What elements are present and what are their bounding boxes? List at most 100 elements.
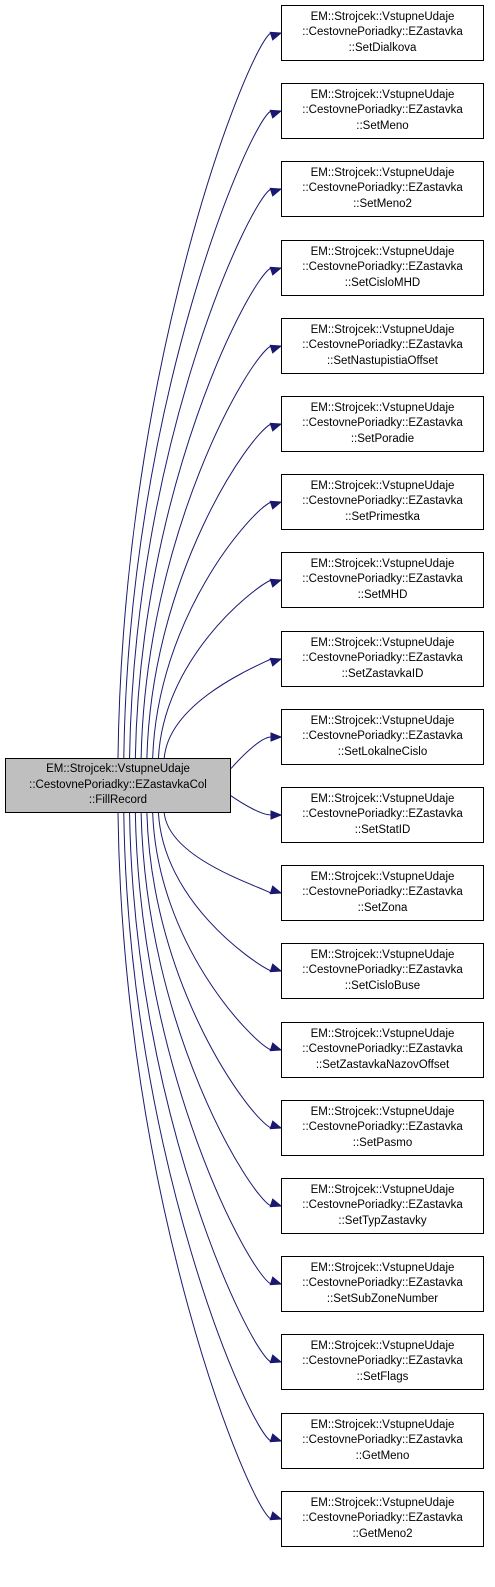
callee-node-setzastavkanazovoffset[interactable]: EM::Strojcek::VstupneUdaje::CestovnePori… <box>281 1022 484 1078</box>
call-edge <box>157 579 272 759</box>
root-line-1: EM::Strojcek::VstupneUdaje <box>46 763 190 776</box>
callee-method-name: ::SetZona <box>357 901 408 914</box>
callee-prefix-line-2: ::CestovnePoriadky::EZastavka <box>302 1512 463 1525</box>
call-edge <box>134 812 272 1285</box>
callee-method-name: ::SetMeno2 <box>353 197 412 210</box>
arrowhead <box>269 578 283 588</box>
callee-prefix-line-1: EM::Strojcek::VstupneUdaje <box>310 1183 455 1196</box>
call-edge <box>123 812 272 1442</box>
callee-node-settypzastavky[interactable]: EM::Strojcek::VstupneUdaje::CestovnePori… <box>281 1178 484 1234</box>
arrowhead <box>269 1433 283 1443</box>
call-edge <box>152 812 272 1051</box>
callee-method-name: ::SetSubZoneNumber <box>326 1292 439 1305</box>
callee-method-name: ::SetMeno <box>356 119 409 132</box>
callee-method-name: ::SetNastupistiaOffset <box>326 354 438 367</box>
arrowhead <box>269 500 283 510</box>
callee-prefix-line-1: EM::Strojcek::VstupneUdaje <box>310 401 455 414</box>
callee-method-name: ::SetZastavkaID <box>341 667 424 680</box>
callee-prefix-line-1: EM::Strojcek::VstupneUdaje <box>310 1496 455 1509</box>
call-edge <box>123 110 272 759</box>
call-edge <box>129 188 272 759</box>
callee-method-name: ::SetCisloBuse <box>344 979 421 992</box>
callee-node-setporadie[interactable]: EM::Strojcek::VstupneUdaje::CestovnePori… <box>281 396 484 452</box>
callee-prefix-line-1: EM::Strojcek::VstupneUdaje <box>310 323 455 336</box>
callee-prefix-line-1: EM::Strojcek::VstupneUdaje <box>310 714 455 727</box>
arrowhead <box>269 1198 283 1208</box>
callee-method-name: ::GetMeno <box>355 1449 410 1462</box>
arrowhead <box>269 1511 283 1521</box>
callee-prefix-line-2: ::CestovnePoriadky::EZastavka <box>302 182 463 195</box>
callee-method-name: ::SetPoradie <box>350 432 415 445</box>
callee-prefix-line-2: ::CestovnePoriadky::EZastavka <box>302 808 463 821</box>
callee-prefix-line-2: ::CestovnePoriadky::EZastavka <box>302 730 463 743</box>
callee-node-setpasmo[interactable]: EM::Strojcek::VstupneUdaje::CestovnePori… <box>281 1100 484 1156</box>
callee-prefix-line-1: EM::Strojcek::VstupneUdaje <box>310 636 455 649</box>
callee-prefix-line-1: EM::Strojcek::VstupneUdaje <box>310 1027 455 1040</box>
callee-node-setcislomhd[interactable]: EM::Strojcek::VstupneUdaje::CestovnePori… <box>281 240 484 296</box>
callee-method-name: ::SetLokalneCislo <box>337 745 428 758</box>
arrowhead <box>269 31 283 41</box>
callee-prefix-line-1: EM::Strojcek::VstupneUdaje <box>310 479 455 492</box>
callee-method-name: ::SetTypZastavky <box>338 1214 427 1227</box>
callee-prefix-line-2: ::CestovnePoriadky::EZastavka <box>302 339 463 352</box>
callee-prefix-line-2: ::CestovnePoriadky::EZastavka <box>302 1199 463 1212</box>
callee-node-setnastupistiaoffset[interactable]: EM::Strojcek::VstupneUdaje::CestovnePori… <box>281 318 484 374</box>
call-edge <box>117 32 272 759</box>
arrowhead <box>269 344 283 354</box>
callee-node-getmeno2[interactable]: EM::Strojcek::VstupneUdaje::CestovnePori… <box>281 1491 484 1547</box>
callee-method-name: ::SetCisloMHD <box>344 276 421 289</box>
callee-prefix-line-1: EM::Strojcek::VstupneUdaje <box>310 88 455 101</box>
callee-node-setzastavkaid[interactable]: EM::Strojcek::VstupneUdaje::CestovnePori… <box>281 631 484 687</box>
callee-method-name: ::SetFlags <box>356 1370 409 1383</box>
arrowhead <box>269 187 283 197</box>
callee-node-setstatid[interactable]: EM::Strojcek::VstupneUdaje::CestovnePori… <box>281 787 484 843</box>
callee-prefix-line-1: EM::Strojcek::VstupneUdaje <box>310 948 455 961</box>
arrowhead <box>270 732 283 742</box>
callee-node-setlokalnecislo[interactable]: EM::Strojcek::VstupneUdaje::CestovnePori… <box>281 709 484 765</box>
callee-prefix-line-2: ::CestovnePoriadky::EZastavka <box>302 1355 463 1368</box>
arrowhead <box>270 810 283 820</box>
callee-prefix-line-2: ::CestovnePoriadky::EZastavka <box>302 495 463 508</box>
callee-prefix-line-2: ::CestovnePoriadky::EZastavka <box>302 1043 463 1056</box>
callee-node-setflags[interactable]: EM::Strojcek::VstupneUdaje::CestovnePori… <box>281 1334 484 1390</box>
arrowhead <box>269 422 283 432</box>
callee-prefix-line-2: ::CestovnePoriadky::EZastavka <box>302 652 463 665</box>
callee-prefix-line-2: ::CestovnePoriadky::EZastavka <box>302 964 463 977</box>
callee-prefix-line-1: EM::Strojcek::VstupneUdaje <box>310 792 455 805</box>
arrowhead <box>269 1276 283 1286</box>
callee-method-name: ::GetMeno2 <box>352 1527 413 1540</box>
callee-method-name: ::SetMHD <box>357 588 408 601</box>
callee-prefix-line-2: ::CestovnePoriadky::EZastavka <box>302 261 463 274</box>
callee-node-setzona[interactable]: EM::Strojcek::VstupneUdaje::CestovnePori… <box>281 865 484 921</box>
callee-prefix-line-2: ::CestovnePoriadky::EZastavka <box>302 886 463 899</box>
root-line-3: ::FillRecord <box>88 794 148 807</box>
call-edge <box>230 736 272 769</box>
call-edge <box>134 267 272 759</box>
callee-prefix-line-2: ::CestovnePoriadky::EZastavka <box>302 1121 463 1134</box>
callee-prefix-line-2: ::CestovnePoriadky::EZastavka <box>302 26 463 39</box>
arrowhead <box>269 1120 283 1130</box>
callee-prefix-line-1: EM::Strojcek::VstupneUdaje <box>310 557 455 570</box>
call-edge <box>230 795 272 816</box>
callee-prefix-line-1: EM::Strojcek::VstupneUdaje <box>310 1418 455 1431</box>
callee-method-name: ::SetPasmo <box>352 1136 413 1149</box>
callee-node-setmhd[interactable]: EM::Strojcek::VstupneUdaje::CestovnePori… <box>281 552 484 608</box>
callee-prefix-line-2: ::CestovnePoriadky::EZastavka <box>302 417 463 430</box>
callee-node-getmeno[interactable]: EM::Strojcek::VstupneUdaje::CestovnePori… <box>281 1413 484 1469</box>
callee-node-setmeno2[interactable]: EM::Strojcek::VstupneUdaje::CestovnePori… <box>281 161 484 217</box>
callee-node-setdialkova[interactable]: EM::Strojcek::VstupneUdaje::CestovnePori… <box>281 5 484 61</box>
callee-method-name: ::SetStatID <box>354 823 411 836</box>
call-edge <box>163 658 272 759</box>
root-line-2: ::CestovnePoriadky::EZastavkaCol <box>29 778 207 791</box>
callee-prefix-line-1: EM::Strojcek::VstupneUdaje <box>310 10 455 23</box>
callee-node-setsubzonenumber[interactable]: EM::Strojcek::VstupneUdaje::CestovnePori… <box>281 1256 484 1312</box>
call-edge <box>140 345 272 759</box>
root-node-fillrecord: EM::Strojcek::VstupneUdaje ::CestovnePor… <box>5 758 231 813</box>
callee-node-setmeno[interactable]: EM::Strojcek::VstupneUdaje::CestovnePori… <box>281 83 484 139</box>
call-edge <box>129 812 272 1363</box>
arrowhead <box>269 109 283 119</box>
callee-node-setcislobuse[interactable]: EM::Strojcek::VstupneUdaje::CestovnePori… <box>281 943 484 999</box>
callee-prefix-line-2: ::CestovnePoriadky::EZastavka <box>302 1434 463 1447</box>
callee-node-setprimestka[interactable]: EM::Strojcek::VstupneUdaje::CestovnePori… <box>281 474 484 530</box>
